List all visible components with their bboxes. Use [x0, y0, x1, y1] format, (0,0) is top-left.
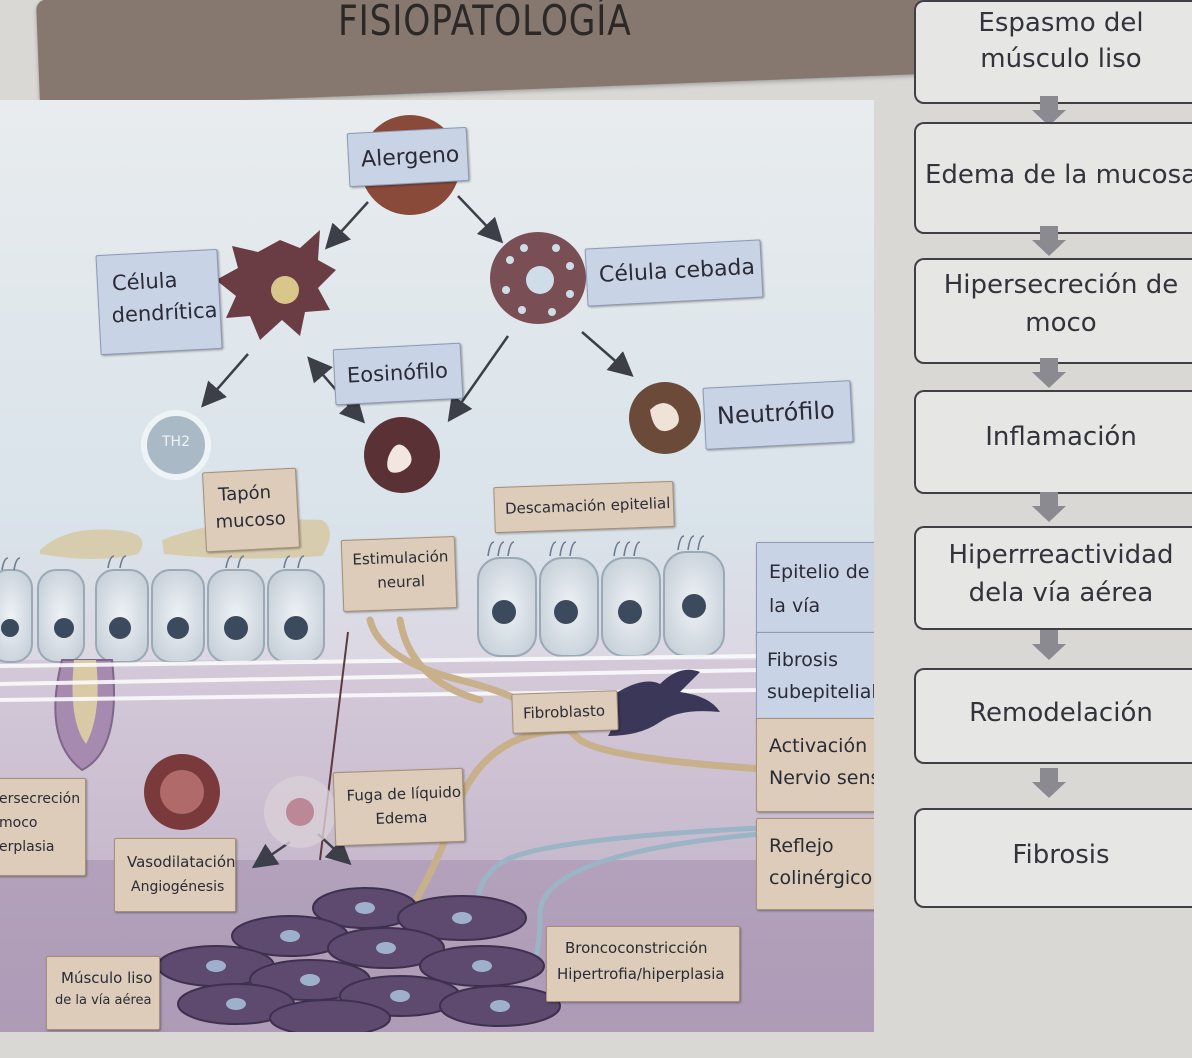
- label-neutrofilo: Neutrófilo: [702, 380, 853, 450]
- flow-step-espasmo: Espasmo del músculo liso: [914, 0, 1192, 104]
- flow-step-inflamacion: Inflamación: [914, 390, 1192, 494]
- label-descamacion: Descamación epitelial: [493, 481, 674, 533]
- down-arrow-icon: [1032, 226, 1066, 256]
- label-tapon-mucoso: Tapón mucoso: [202, 468, 300, 553]
- flow-step-edema: Edema de la mucosa: [914, 122, 1192, 234]
- flow-step-hipersecrecion: Hipersecreción de moco: [914, 258, 1192, 364]
- label-fibrosis-subepitelial: Fibrosis subepitelial: [756, 632, 874, 724]
- label-eosinofilo: Eosinófilo: [333, 343, 464, 406]
- diagram-panel: Alergeno Célula dendrítica Célula cebada…: [0, 100, 874, 1032]
- flow-step-hiperreactividad: Hiperrreactividad dela vía aérea: [914, 526, 1192, 630]
- label-activacion-nervio: Activación de Nervio sensorial: [756, 718, 874, 812]
- flow-step-remodelacion: Remodelación: [914, 668, 1192, 764]
- down-arrow-icon: [1032, 630, 1066, 660]
- label-fibroblasto: Fibroblasto: [511, 690, 618, 734]
- flow-step-fibrosis: Fibrosis: [914, 808, 1192, 908]
- label-broncoconstriccion: Broncoconstricción Hipertrofia/hiperplas…: [546, 926, 740, 1002]
- down-arrow-icon: [1032, 768, 1066, 798]
- down-arrow-icon: [1032, 358, 1066, 388]
- slide-title: FISIOPATOLOGÍA: [338, 0, 632, 45]
- down-arrow-icon: [1032, 492, 1066, 522]
- label-vasodilatacion: Vasodilatación Angiogénesis: [114, 838, 236, 912]
- label-alergeno: Alergeno: [347, 127, 470, 187]
- label-celula-cebada: Célula cebada: [585, 239, 764, 306]
- label-th2: TH2: [162, 434, 190, 450]
- label-musculo-liso: Músculo liso de la vía aérea: [46, 956, 160, 1030]
- label-reflejo-colinergico: Reflejo colinérgico: [756, 818, 874, 910]
- label-estimulacion-neural: Estimulación neural: [341, 536, 457, 612]
- label-epitelio: Epitelio de la vía: [756, 542, 874, 644]
- label-celula-dendritica: Célula dendrítica: [95, 249, 222, 355]
- label-hipersecrecion-left: ersecreción moco erplasia: [0, 778, 86, 876]
- label-fuga-edema: Fuga de líquido Edema: [333, 768, 466, 846]
